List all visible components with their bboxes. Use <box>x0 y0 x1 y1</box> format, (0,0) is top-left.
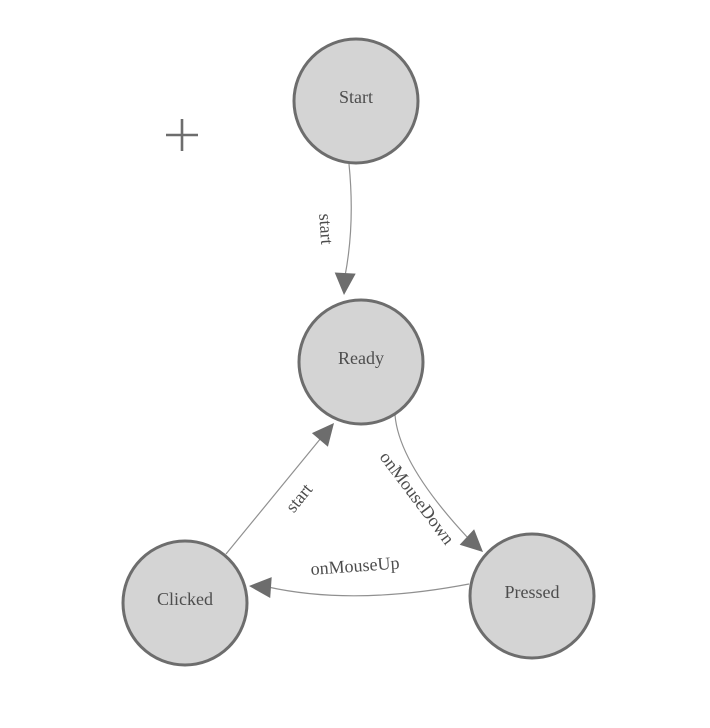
edge-line[interactable] <box>344 163 352 277</box>
state-circle-clicked[interactable] <box>121 539 249 667</box>
edge-line[interactable] <box>394 414 469 539</box>
transition-clicked-to-ready[interactable]: start <box>225 423 334 555</box>
state-label-clicked: Clicked <box>157 589 213 609</box>
arrowhead-icon <box>334 272 356 295</box>
state-label-start: Start <box>339 87 373 107</box>
state-node-clicked[interactable]: Clicked <box>121 539 249 667</box>
state-circle-start[interactable] <box>292 37 420 165</box>
arrowhead-icon <box>249 577 272 598</box>
state-node-start[interactable]: Start <box>292 37 420 165</box>
state-circle-ready[interactable] <box>297 298 425 426</box>
state-label-ready: Ready <box>338 348 384 368</box>
transition-label-start[interactable]: start <box>315 213 337 245</box>
state-circle-pressed[interactable] <box>468 532 596 660</box>
edge-line[interactable] <box>267 583 470 597</box>
transition-label-onmouseup[interactable]: onMouseUp <box>310 553 400 579</box>
state-node-pressed[interactable]: Pressed <box>468 532 596 660</box>
transition-ready-to-pressed[interactable]: onMouseDown <box>376 414 483 552</box>
transition-label-start2[interactable]: start <box>281 480 316 517</box>
transition-start-to-ready[interactable]: start <box>315 163 356 295</box>
transition-pressed-to-clicked[interactable]: onMouseUp <box>249 553 470 598</box>
edge-line[interactable] <box>225 437 322 555</box>
transition-label-onmousedown[interactable]: onMouseDown <box>376 448 459 549</box>
crosshair-plus-icon <box>166 119 198 151</box>
state-node-ready[interactable]: Ready <box>297 298 425 426</box>
arrowhead-icon <box>459 529 483 552</box>
arrowhead-icon <box>311 423 334 447</box>
state-label-pressed: Pressed <box>505 582 560 602</box>
